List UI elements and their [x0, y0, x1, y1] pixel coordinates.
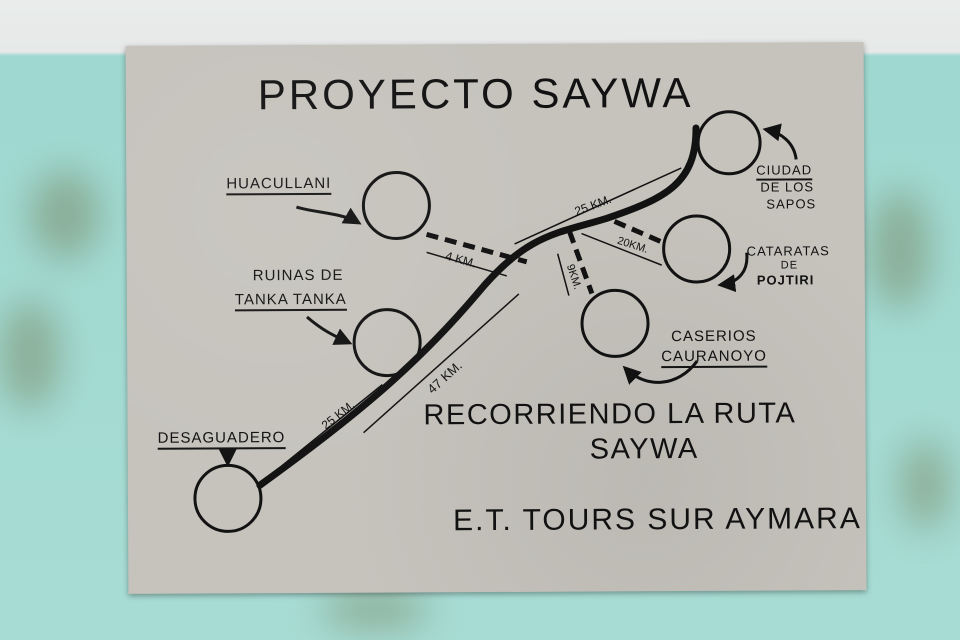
label-cataratas-line3: POJTIRI: [756, 272, 815, 288]
label-ruinas-line2: TANKA TANKA: [234, 290, 347, 312]
arrow-caserios: [622, 360, 699, 385]
label-ruinas-line1: RUINAS DE: [252, 266, 344, 285]
circle-tanka-tanka: [352, 308, 422, 378]
route-map: 25 KM. 47 KM. 4 KM. 25 KM. 20KM. 9KM.: [193, 110, 798, 533]
wall-stain: [900, 440, 950, 530]
measure-line-25-upper: [514, 167, 682, 245]
label-cataratas-line2: DE: [780, 259, 799, 272]
distance-label-25-upper: 25 KM.: [573, 192, 614, 218]
label-cataratas-line1: CATARATAS: [746, 243, 830, 259]
branch-road-huacullani: [425, 231, 528, 265]
label-ciudad-line1: CIUDAD: [756, 162, 813, 181]
route-poster: 25 KM. 47 KM. 4 KM. 25 KM. 20KM. 9KM. PR…: [125, 42, 867, 594]
circle-ciudad-sapos: [696, 110, 762, 176]
poster-title: PROYECTO SAYWA: [257, 68, 694, 119]
circle-caserios: [580, 288, 650, 358]
circle-cataratas: [662, 214, 732, 284]
distance-label-4: 4 KM.: [444, 249, 478, 271]
arrow-huacullani: [295, 205, 362, 225]
measure-line-20: [581, 232, 663, 266]
label-caserios-line2: CAURANOYO: [661, 347, 767, 369]
wall-stain: [30, 170, 100, 260]
branch-road-caserios: [567, 230, 595, 295]
distance-label-20: 20KM.: [616, 235, 650, 256]
label-ciudad-line2: DE LOS: [760, 179, 815, 195]
tagline-line1: RECORRIENDO LA RUTA: [423, 397, 797, 432]
main-route-line: [256, 124, 700, 489]
company-name: E.T. TOURS SUR AYMARA: [452, 502, 862, 538]
tagline-line2: SAYWA: [589, 432, 699, 466]
label-desaguadero: DESAGUADERO: [157, 429, 286, 450]
measure-line-25-lower: [282, 384, 383, 466]
wall-stain: [0, 300, 60, 410]
label-ciudad-line3: SAPOS: [766, 196, 817, 212]
distance-label-47: 47 KM.: [424, 358, 465, 397]
measure-line-9: [556, 253, 570, 296]
circle-desaguadero: [193, 463, 263, 533]
arrow-tanka-tanka: [306, 315, 353, 345]
circle-huacullani: [361, 171, 431, 241]
arrow-cataratas: [717, 252, 749, 293]
measure-line-4: [426, 251, 507, 277]
wall-stain: [320, 590, 430, 630]
wall-stain: [870, 190, 930, 310]
label-caserios-line1: CASERIOS: [671, 327, 757, 346]
arrow-ciudad-sapos: [762, 123, 798, 160]
measure-line-47: [363, 293, 520, 434]
label-huacullani: HUACULLANI: [226, 174, 332, 196]
branch-road-cataratas: [613, 219, 668, 247]
